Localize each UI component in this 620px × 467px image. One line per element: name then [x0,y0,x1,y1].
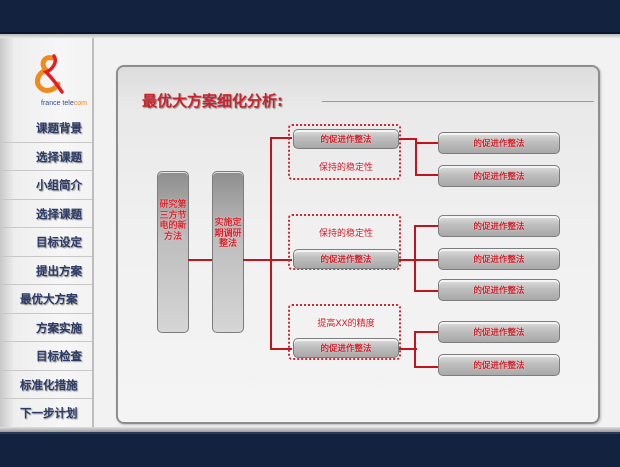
g2-vert [414,225,416,292]
group-1-leaf-1[interactable]: 的促进作整法 [438,132,560,154]
branch-3 [270,348,292,350]
bottom-banner [0,432,620,467]
g2-out [399,259,417,261]
g1-vert [415,138,417,175]
g3-vert [414,331,416,367]
root-node-label: 研究第三方节电的新方法 [159,200,187,242]
group-1-button[interactable]: 的促进作整法 [293,129,399,149]
group-2-leaf-1[interactable]: 的促进作整法 [438,215,560,237]
group-3-leaf-1[interactable]: 的促进作整法 [438,321,560,343]
sidebar-item-select-topic[interactable]: 选择课题 [0,143,92,171]
root-node[interactable]: 研究第三方节电的新方法 [157,171,189,333]
group-1-leaf-2[interactable]: 的促进作整法 [438,165,560,187]
g3-leaf1-conn [414,331,439,333]
group-2-box [288,214,401,270]
g1-leaf2-conn [415,174,439,176]
g3-out [399,348,417,350]
sidebar: france telecom 课题背景 选择课题 小组简介 选择课题 目标设定 … [0,38,94,428]
group-3-note: 提高XX的精度 [317,319,375,329]
g2-leaf1-conn [414,225,439,227]
page-title: 最优大方案细化分析: [142,92,283,110]
group-1-note: 保持的稳定性 [318,163,373,173]
sidebar-item-propose-plan[interactable]: 提出方案 [0,257,92,285]
sidebar-nav: 课题背景 选择课题 小组简介 选择课题 目标设定 提出方案 最优大方案 方案实施… [0,114,92,428]
connector-root-level1 [188,259,212,261]
branch-2 [270,259,292,261]
logo-text-tail: com [73,100,87,107]
group-1-box [288,124,401,180]
sidebar-item-best-plan[interactable]: 最优大方案 [0,285,92,314]
branch-1 [270,137,292,139]
g2-leaf3-conn [414,290,439,292]
g3-leaf2-conn [414,366,439,368]
trunk-vertical [270,137,272,350]
level1-node[interactable]: 实施定期调研整法 [212,171,244,333]
group-3-button[interactable]: 的促进作整法 [293,338,399,358]
title-underline [322,101,594,102]
sidebar-item-implementation[interactable]: 方案实施 [0,314,92,342]
g1-out [399,138,417,140]
logo-wordmark: france telecom [18,100,110,107]
france-telecom-logo: france telecom [18,52,87,112]
g2-leaf2-conn [414,259,439,261]
sidebar-item-next-plan[interactable]: 下一步计划 [20,406,78,420]
group-3-box [288,304,401,360]
g1-leaf1-conn [415,142,439,144]
top-banner [0,0,620,34]
top-divider [0,34,620,38]
level1-node-label: 实施定期调研整法 [214,218,242,249]
sidebar-item-team-intro[interactable]: 小组简介 [0,171,92,200]
group-2-note: 保持的稳定性 [318,229,373,239]
logo-text-main: france tele [41,100,74,107]
group-2-leaf-3[interactable]: 的促进作整法 [438,279,560,301]
group-3-leaf-2[interactable]: 的促进作整法 [438,354,560,376]
sidebar-item-goal-setting[interactable]: 目标设定 [0,228,92,257]
group-2-leaf-2[interactable]: 的促进作整法 [438,248,560,270]
sidebar-item-standardization[interactable]: 标准化措施 [0,371,92,399]
sidebar-item-background[interactable]: 课题背景 [0,114,92,143]
ampersand-logo-icon [35,54,64,94]
sidebar-item-select-topic-2[interactable]: 选择课题 [0,200,92,228]
bottom-divider [0,427,620,432]
group-2-button[interactable]: 的促进作整法 [293,249,399,269]
sidebar-item-goal-check[interactable]: 目标检查 [0,342,92,371]
connector-level1-trunk [243,259,271,261]
